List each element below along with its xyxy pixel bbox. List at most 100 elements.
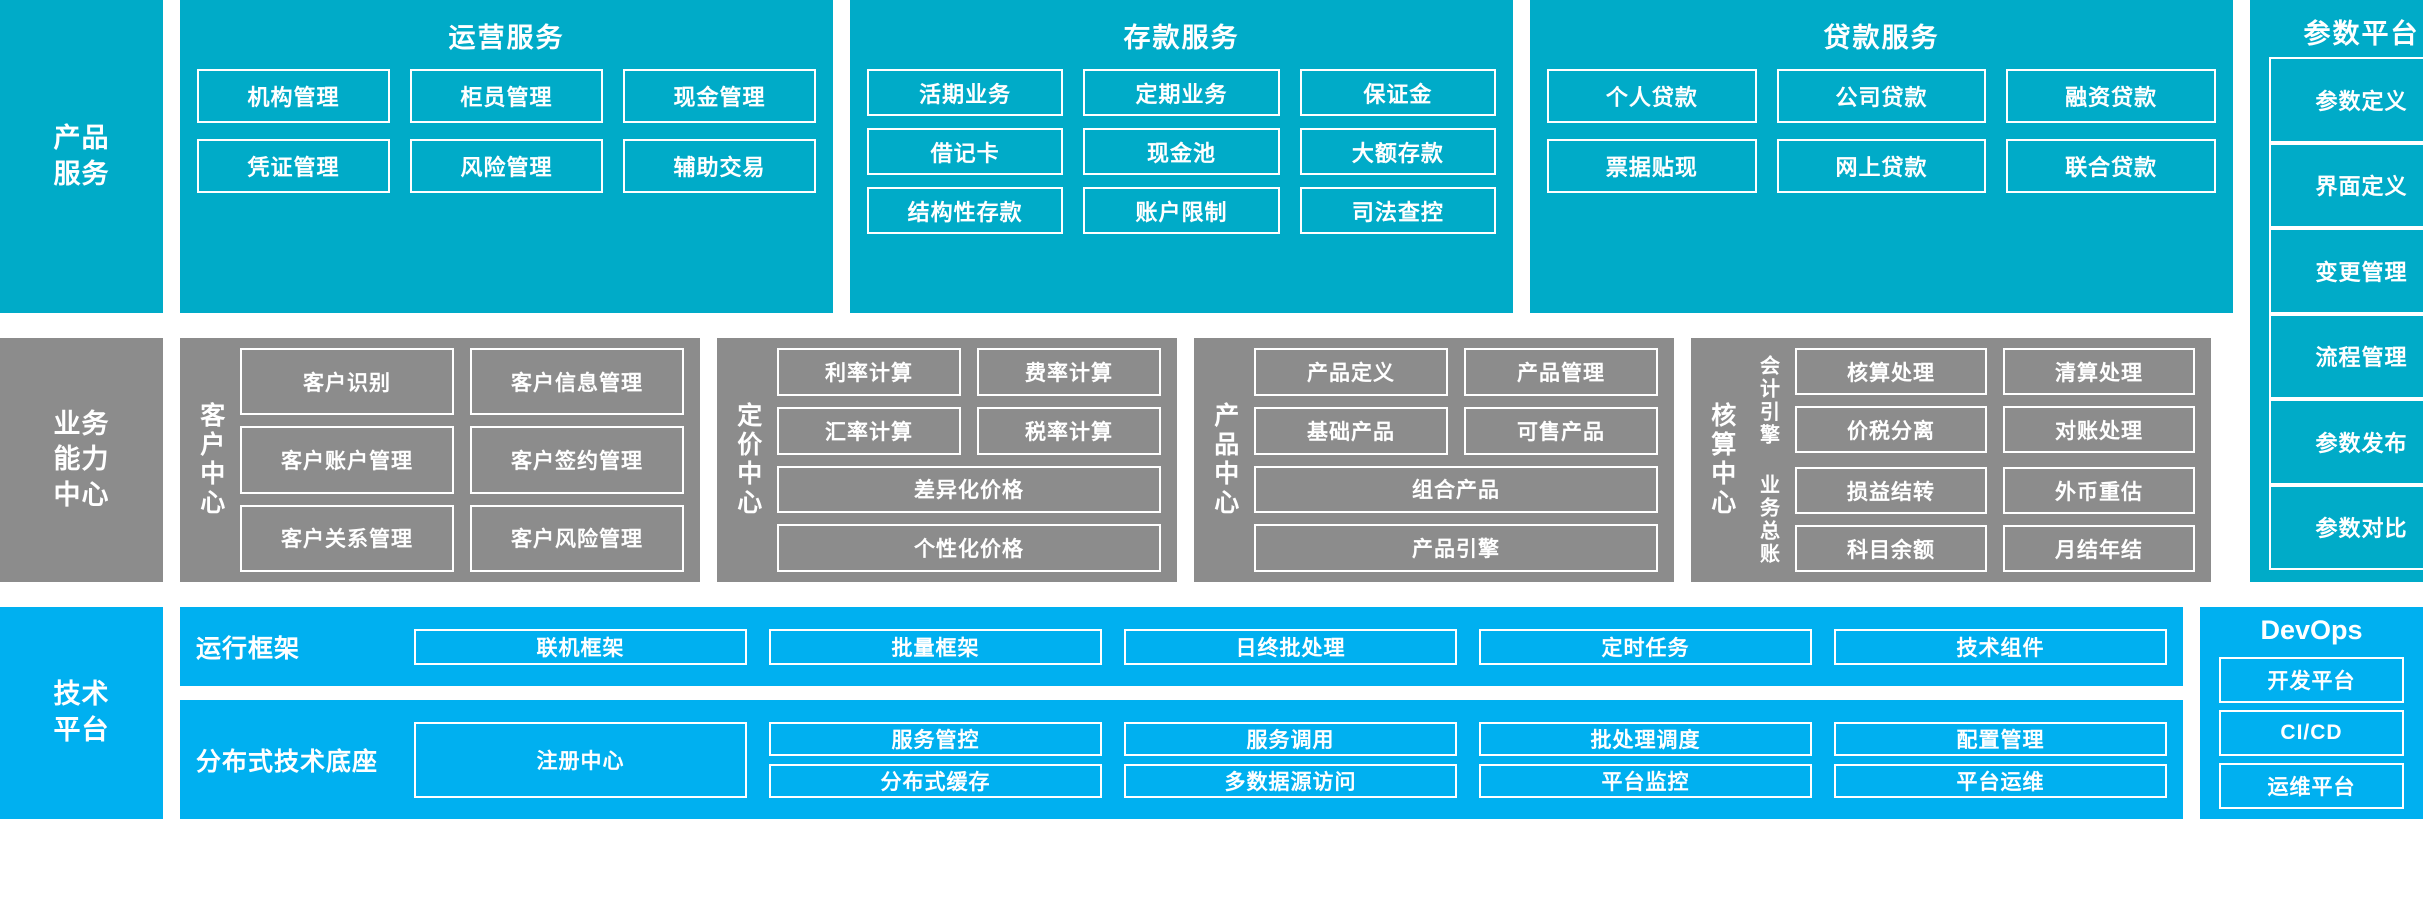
module-card[interactable]: 结构性存款 xyxy=(867,187,1064,234)
module-card[interactable]: 组合产品 xyxy=(1254,465,1658,514)
module-card[interactable]: 定时任务 xyxy=(1479,628,1812,665)
module-card[interactable]: 税率计算 xyxy=(977,406,1161,455)
module-card[interactable]: 费率计算 xyxy=(977,348,1161,396)
operation-service-row: 机构管理 柜员管理 现金管理 xyxy=(197,69,816,123)
accounting-subgroup-accounting-engine: 会计引擎 核算处理 清算处理 价税分离 对账处理 xyxy=(1751,348,2195,453)
devops-item-card[interactable]: CI/CD xyxy=(2219,710,2404,756)
module-card[interactable]: 保证金 xyxy=(1299,69,1496,116)
center-label-customer: 客户中心 xyxy=(196,402,225,518)
subgroup-label-general-ledger: 业务总账 xyxy=(1756,473,1779,566)
group-parameter-platform[interactable]: 参数平台 参数定义 界面定义 变更管理 流程管理 参数发布 参数对比 xyxy=(2250,0,2423,582)
module-card[interactable]: 客户识别 xyxy=(240,348,454,416)
module-card[interactable]: 借记卡 xyxy=(867,128,1064,175)
module-card[interactable]: 平台监控 xyxy=(1479,763,1812,798)
module-card[interactable]: 外币重估 xyxy=(2003,467,2195,514)
group-accounting-center[interactable]: 核算中心 会计引擎 核算处理 清算处理 价税分离 对账处理 xyxy=(1691,338,2211,582)
module-card[interactable]: 对账处理 xyxy=(2003,406,2195,453)
pricing-center-row: 汇率计算 税率计算 xyxy=(777,406,1161,455)
module-card[interactable]: 公司贷款 xyxy=(1776,69,1987,123)
module-card[interactable]: 客户信息管理 xyxy=(470,348,684,416)
accounting-subgroup-general-ledger: 业务总账 损益结转 外币重估 科目余额 月结年结 xyxy=(1751,467,2195,572)
module-card[interactable]: 价税分离 xyxy=(1795,406,1987,453)
module-card[interactable]: 客户签约管理 xyxy=(470,426,684,494)
param-item-card[interactable]: 参数定义 xyxy=(2269,57,2423,143)
module-card[interactable]: 产品定义 xyxy=(1254,348,1448,396)
module-card[interactable]: 核算处理 xyxy=(1795,348,1987,395)
module-card[interactable]: 联合贷款 xyxy=(2006,139,2217,193)
module-card[interactable]: 风险管理 xyxy=(410,139,603,193)
module-card[interactable]: 现金池 xyxy=(1083,128,1280,175)
param-item-card[interactable]: 界面定义 xyxy=(2269,142,2423,228)
module-card[interactable]: 日终批处理 xyxy=(1124,628,1457,665)
customer-center-row: 客户识别 客户信息管理 xyxy=(240,348,684,416)
devops-item-card[interactable]: 运维平台 xyxy=(2219,763,2404,809)
module-card[interactable]: 损益结转 xyxy=(1795,467,1987,514)
module-card[interactable]: 平台运维 xyxy=(1834,763,2167,798)
module-card[interactable]: 差异化价格 xyxy=(777,465,1161,514)
module-card[interactable]: 批处理调度 xyxy=(1479,721,1812,756)
center-label-product: 产品中心 xyxy=(1210,402,1239,518)
layer-label-tech-platform: 技术 平台 xyxy=(0,607,163,819)
group-customer-center[interactable]: 客户中心 客户识别 客户信息管理 客户账户管理 客户签约管理 客户关系管理 客户… xyxy=(180,338,700,582)
product-center-row: 基础产品 可售产品 xyxy=(1254,406,1658,455)
group-pricing-center[interactable]: 定价中心 利率计算 费率计算 汇率计算 税率计算 差异化价格 个性化价格 xyxy=(717,338,1177,582)
module-card[interactable]: 联机框架 xyxy=(414,628,747,665)
module-card[interactable]: 服务管控 xyxy=(769,721,1102,756)
module-card[interactable]: 清算处理 xyxy=(2003,348,2195,395)
devops-item-card[interactable]: 开发平台 xyxy=(2219,657,2404,703)
pricing-center-row: 个性化价格 xyxy=(777,524,1161,572)
module-card[interactable]: 现金管理 xyxy=(623,69,816,123)
customer-center-row: 客户账户管理 客户签约管理 xyxy=(240,426,684,494)
group-runtime-framework[interactable]: 运行框架 联机框架 批量框架 日终批处理 定时任务 技术组件 xyxy=(180,607,2183,686)
group-devops[interactable]: DevOps 开发平台 CI/CD 运维平台 xyxy=(2200,607,2423,819)
deposit-service-row: 结构性存款 账户限制 司法查控 xyxy=(867,187,1496,234)
group-title-loan-service: 贷款服务 xyxy=(1823,23,1940,53)
module-card[interactable]: 凭证管理 xyxy=(197,139,390,193)
param-item-card[interactable]: 参数对比 xyxy=(2269,484,2423,570)
module-card[interactable]: 多数据源访问 xyxy=(1124,763,1457,798)
module-card[interactable]: 司法查控 xyxy=(1299,187,1496,234)
center-label-accounting: 核算中心 xyxy=(1707,402,1736,518)
module-card[interactable]: 可售产品 xyxy=(1464,406,1658,455)
module-card[interactable]: 批量框架 xyxy=(769,628,1102,665)
module-card[interactable]: 分布式缓存 xyxy=(769,763,1102,798)
parameter-platform-spacer xyxy=(2228,338,2423,582)
param-item-card[interactable]: 流程管理 xyxy=(2269,313,2423,399)
module-card[interactable]: 辅助交易 xyxy=(623,139,816,193)
module-card-registry[interactable]: 注册中心 xyxy=(414,721,747,798)
module-card[interactable]: 融资贷款 xyxy=(2006,69,2217,123)
module-card[interactable]: 票据贴现 xyxy=(1547,139,1757,193)
module-card[interactable]: 柜员管理 xyxy=(410,69,603,123)
module-card[interactable]: 技术组件 xyxy=(1834,628,2167,665)
param-item-card[interactable]: 参数发布 xyxy=(2269,399,2423,485)
module-card[interactable]: 定期业务 xyxy=(1083,69,1280,116)
module-card[interactable]: 客户账户管理 xyxy=(240,426,454,494)
product-service-band: 产品 服务 运营服务 机构管理 柜员管理 现金管理 凭证管理 风险管理 辅助交易… xyxy=(0,0,2423,582)
module-card[interactable]: 产品管理 xyxy=(1464,348,1658,396)
module-card[interactable]: 个人贷款 xyxy=(1547,69,1757,123)
module-card[interactable]: 月结年结 xyxy=(2003,525,2195,572)
module-card[interactable]: 活期业务 xyxy=(867,69,1064,116)
module-card[interactable]: 基础产品 xyxy=(1254,406,1448,455)
module-card[interactable]: 机构管理 xyxy=(197,69,390,123)
param-item-card[interactable]: 变更管理 xyxy=(2269,228,2423,314)
group-deposit-service[interactable]: 存款服务 活期业务 定期业务 保证金 借记卡 现金池 大额存款 结构性存款 账户… xyxy=(850,0,1513,313)
module-card[interactable]: 配置管理 xyxy=(1834,721,2167,756)
module-card[interactable]: 汇率计算 xyxy=(777,406,961,455)
module-card[interactable]: 客户风险管理 xyxy=(470,504,684,572)
module-card[interactable]: 利率计算 xyxy=(777,348,961,396)
group-loan-service[interactable]: 贷款服务 个人贷款 公司贷款 融资贷款 票据贴现 网上贷款 联合贷款 xyxy=(1530,0,2233,313)
loan-service-row: 票据贴现 网上贷款 联合贷款 xyxy=(1547,139,2217,193)
module-card[interactable]: 个性化价格 xyxy=(777,524,1161,572)
group-operation-service[interactable]: 运营服务 机构管理 柜员管理 现金管理 凭证管理 风险管理 辅助交易 xyxy=(180,0,833,313)
module-card[interactable]: 服务调用 xyxy=(1124,721,1457,756)
group-distributed-base[interactable]: 分布式技术底座 注册中心 服务管控 分布式缓存 服务调用 多数据源访问 批处理调… xyxy=(180,700,2183,819)
module-card[interactable]: 网上贷款 xyxy=(1776,139,1987,193)
module-card[interactable]: 科目余额 xyxy=(1795,525,1987,572)
module-card[interactable]: 产品引擎 xyxy=(1254,524,1658,572)
module-card[interactable]: 账户限制 xyxy=(1083,187,1280,234)
group-product-center[interactable]: 产品中心 产品定义 产品管理 基础产品 可售产品 组合产品 产品引擎 xyxy=(1194,338,1674,582)
module-card[interactable]: 大额存款 xyxy=(1299,128,1496,175)
module-card[interactable]: 客户关系管理 xyxy=(240,504,454,572)
